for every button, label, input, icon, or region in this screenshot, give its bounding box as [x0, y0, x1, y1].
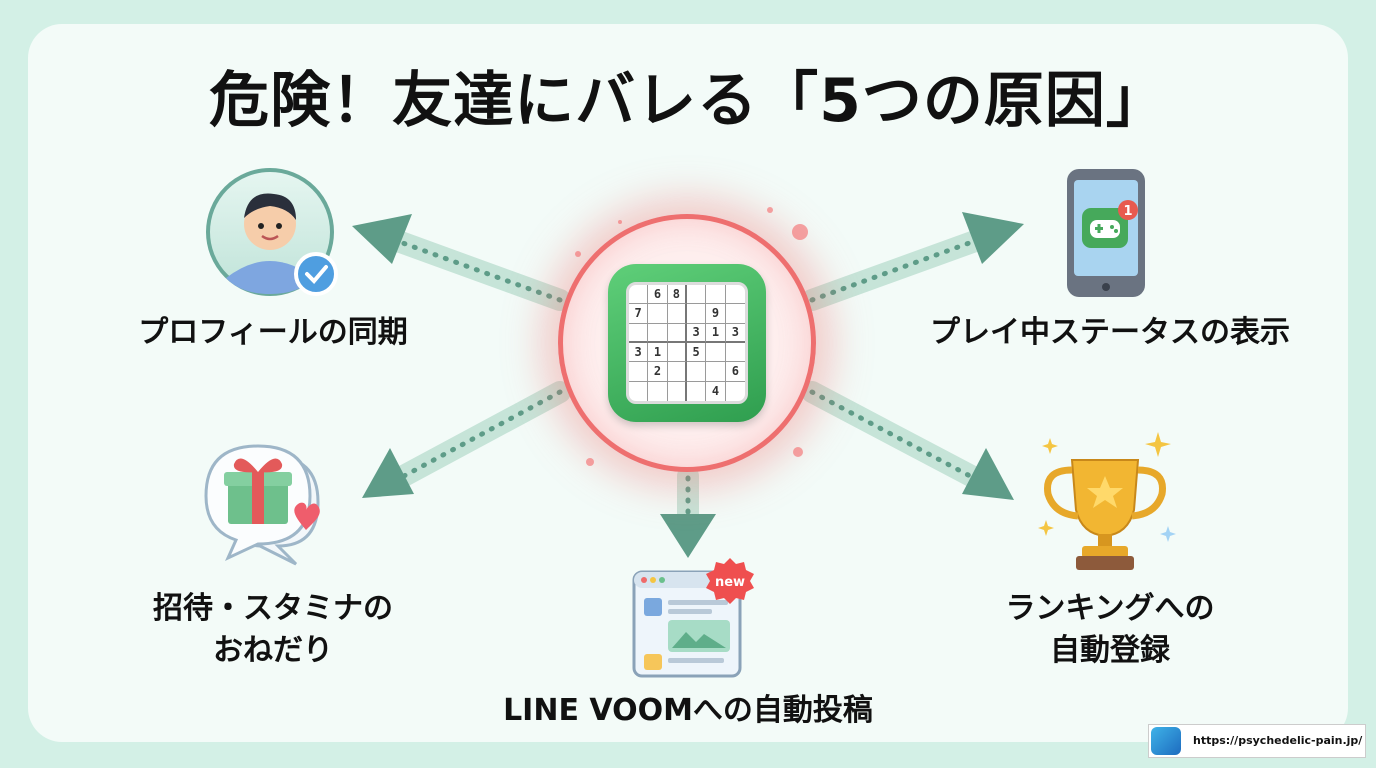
- sudoku-cell: [667, 323, 687, 343]
- cause-label-ranking: ランキングへの 自動登録: [1005, 591, 1215, 668]
- cause-label-invite: 招待・スタミナの おねだり: [153, 591, 393, 668]
- sudoku-cell: 6: [648, 285, 668, 305]
- sudoku-cell: [687, 285, 707, 305]
- page-title: 危険！友達にバレる「5つの原因」: [209, 66, 1167, 136]
- sudoku-cell: [725, 285, 745, 305]
- arrow-invite: [362, 381, 571, 498]
- sudoku-cell: [648, 381, 668, 401]
- smartphone-game-notification-icon: 1: [1067, 169, 1145, 297]
- sudoku-cell: [667, 362, 687, 382]
- sudoku-cell: [648, 323, 668, 343]
- sudoku-cell: [725, 304, 745, 324]
- profile-avatar-icon: [206, 168, 338, 296]
- notification-badge: 1: [1123, 204, 1132, 219]
- sudoku-cell: 2: [648, 362, 668, 382]
- sudoku-cell: [629, 285, 649, 305]
- sudoku-cell: 1: [648, 343, 668, 363]
- footer-badge: https://psychedelic-pain.jp/: [1148, 724, 1366, 758]
- gift-heart-chat-icon: [204, 444, 320, 566]
- sudoku-cell: 5: [687, 343, 707, 363]
- sudoku-cell: 1: [706, 323, 726, 343]
- cause-label-status: プレイ中ステータスの表示: [930, 315, 1290, 350]
- sudoku-cell: 3: [687, 323, 707, 343]
- sudoku-cell: [629, 362, 649, 382]
- sudoku-cell: [629, 323, 649, 343]
- sudoku-cell: 6: [725, 362, 745, 382]
- sparkle-dots: [575, 207, 808, 466]
- arrow-voom: [660, 465, 716, 558]
- sudoku-cell: [667, 304, 687, 324]
- footer-url[interactable]: https://psychedelic-pain.jp/: [1193, 734, 1363, 747]
- arrow-ranking: [801, 381, 1014, 500]
- sudoku-cell: [706, 362, 726, 382]
- arrow-status: [801, 212, 1024, 311]
- sudoku-cell: 3: [629, 343, 649, 363]
- trophy-icon: [1038, 432, 1176, 570]
- site-logo-icon: [1151, 727, 1181, 755]
- sudoku-cell: [648, 304, 668, 324]
- cause-label-profile: プロフィールの同期: [138, 315, 408, 350]
- sudoku-cell: [667, 343, 687, 363]
- new-badge: new: [715, 575, 745, 590]
- sudoku-cell: [706, 285, 726, 305]
- sudoku-cell: 4: [706, 381, 726, 401]
- sudoku-cell: 9: [706, 304, 726, 324]
- sudoku-cell: [687, 381, 707, 401]
- sudoku-cell: [687, 362, 707, 382]
- sudoku-cell: 7: [629, 304, 649, 324]
- sudoku-cell: [706, 343, 726, 363]
- cause-label-voom: LINE VOOMへの自動投稿: [503, 693, 873, 728]
- sudoku-cell: [668, 381, 687, 401]
- sudoku-cell: [726, 382, 745, 401]
- sudoku-cell: [687, 304, 707, 324]
- arrow-profile: [352, 214, 571, 311]
- timeline-post-icon: new: [632, 558, 754, 678]
- sudoku-cell: 3: [725, 324, 745, 343]
- sudoku-cell: 8: [667, 285, 687, 305]
- sudoku-cell: [725, 343, 745, 363]
- sudoku-cell: [629, 381, 649, 401]
